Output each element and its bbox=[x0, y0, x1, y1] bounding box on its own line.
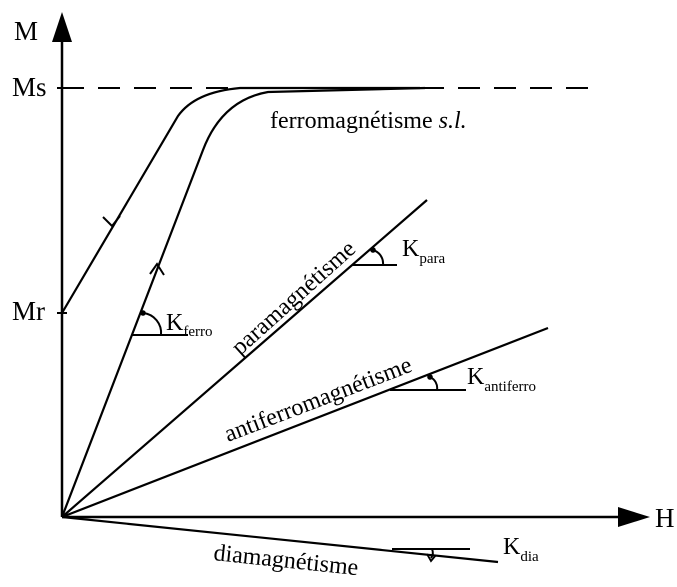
k-ferro-subscript: ferro bbox=[183, 324, 212, 340]
ferro-descending-branch bbox=[61, 86, 420, 314]
y-axis-label: M bbox=[14, 16, 38, 46]
k-antiferro-point-icon bbox=[427, 374, 433, 380]
k-antiferro-symbol: K bbox=[467, 364, 485, 390]
ferro-label: ferromagnétisme s.l. bbox=[270, 108, 467, 134]
k-ferro-symbol: K bbox=[166, 310, 184, 336]
ferro-label-text: ferromagnétisme bbox=[270, 108, 433, 134]
dia-line bbox=[61, 515, 499, 564]
antiferro-line bbox=[61, 326, 549, 519]
k-dia-angle-arc bbox=[430, 548, 434, 559]
k-para-label: Kpara bbox=[402, 236, 445, 267]
ferro-label-suffix: s.l. bbox=[439, 108, 467, 134]
k-ferro-label: Kferro bbox=[166, 310, 213, 340]
k-antiferro-label: Kantiferro bbox=[467, 364, 536, 395]
k-dia-subscript: dia bbox=[520, 549, 539, 565]
k-dia-arrow-icon bbox=[426, 553, 437, 563]
k-ferro-point-icon bbox=[140, 310, 146, 316]
para-line bbox=[61, 199, 428, 518]
ms-label: Ms bbox=[12, 72, 47, 102]
y-axis-arrowhead bbox=[52, 12, 72, 42]
k-dia-label: Kdia bbox=[503, 534, 539, 565]
ascending-arrow-icon bbox=[149, 262, 165, 276]
k-para-symbol: K bbox=[402, 236, 420, 262]
x-axis-label: H bbox=[655, 503, 675, 533]
descending-arrow-icon bbox=[102, 215, 121, 228]
ferro-ascending-branch bbox=[60, 86, 426, 518]
mr-label: Mr bbox=[12, 296, 45, 326]
k-para-point-icon bbox=[370, 247, 376, 253]
antiferro-label: antiferromagnétisme bbox=[221, 352, 416, 447]
k-para-subscript: para bbox=[419, 251, 445, 267]
para-label: paramagnétisme bbox=[227, 236, 361, 361]
k-antiferro-subscript: antiferro bbox=[484, 379, 536, 395]
k-dia-symbol: K bbox=[503, 534, 521, 560]
x-axis-arrowhead bbox=[618, 507, 650, 527]
k-ferro-angle-arc bbox=[142, 312, 163, 336]
